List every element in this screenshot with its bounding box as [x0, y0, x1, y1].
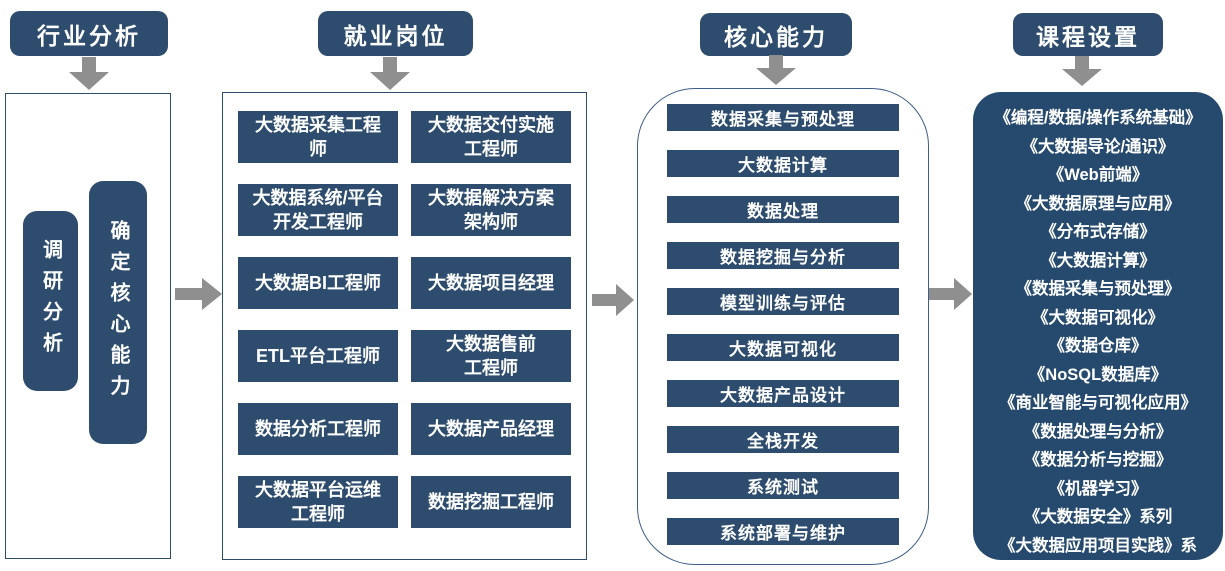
pill-research-analysis: 调研分析	[23, 211, 78, 391]
arrow-down-icon	[756, 55, 796, 85]
course-item: 《机器学习》	[1048, 479, 1148, 498]
job-box: 大数据售前 工程师	[411, 330, 571, 382]
course-item: 《大数据安全》系列	[1023, 508, 1173, 526]
arrow-down-icon	[1062, 56, 1102, 86]
pill-define-core-abilities-label: 确定核心能力	[107, 219, 129, 406]
job-box: 数据分析工程师	[238, 403, 398, 455]
ability-bar: 系统部署与维护	[667, 518, 899, 545]
job-box: 大数据产品经理	[411, 403, 571, 455]
job-box: 大数据平台运维 工程师	[238, 476, 398, 528]
course-item: 《大数据可视化》	[1032, 308, 1164, 327]
header-industry-analysis: 行业分析	[10, 11, 168, 56]
job-box: 大数据BI工程师	[238, 257, 398, 309]
job-positions-panel: 大数据采集工程 师 大数据交付实施 工程师 大数据系统/平台 开发工程师 大数据…	[222, 92, 587, 560]
header-course-setup: 课程设置	[1013, 13, 1163, 56]
arrow-down-icon	[370, 57, 410, 90]
ability-bar: 系统测试	[667, 472, 899, 499]
ability-bar: 模型训练与评估	[667, 288, 899, 315]
course-item: 《数据分析与挖掘》	[1023, 451, 1173, 469]
ability-bar: 全栈开发	[667, 426, 899, 453]
ability-bar: 数据处理	[667, 196, 899, 223]
ability-bar: 大数据可视化	[667, 334, 899, 361]
header-core-abilities: 核心能力	[700, 13, 852, 56]
arrow-down-icon	[69, 57, 109, 90]
ability-bar: 数据挖掘与分析	[667, 242, 899, 269]
ability-bar: 大数据产品设计	[667, 380, 899, 407]
core-abilities-panel: 数据采集与预处理 大数据计算 数据处理 数据挖掘与分析 模型训练与评估 大数据可…	[637, 88, 929, 565]
job-box: 大数据解决方案 架构师	[411, 184, 571, 236]
course-item: 《数据采集与预处理》	[1015, 280, 1181, 298]
course-item: 《数据处理与分析》	[1023, 422, 1173, 441]
arrow-right-icon	[929, 278, 972, 310]
job-box: 大数据项目经理	[411, 257, 571, 309]
job-box: ETL平台工程师	[238, 330, 398, 382]
course-item: 《Web前端》	[1047, 166, 1149, 184]
course-item: 《数据仓库》	[1048, 337, 1148, 355]
course-item: 《NoSQL数据库》	[1028, 365, 1168, 384]
job-box: 大数据采集工程 师	[238, 111, 398, 163]
courses-panel: 《编程/数据/操作系统基础》 《大数据导论/通识》 《Web前端》 《大数据原理…	[973, 92, 1223, 571]
job-box: 大数据交付实施 工程师	[411, 111, 571, 163]
arrow-right-icon	[592, 284, 634, 316]
job-box: 数据挖掘工程师	[411, 476, 571, 528]
course-item: 《大数据计算》	[1040, 251, 1156, 270]
pill-define-core-abilities: 确定核心能力	[89, 181, 147, 444]
course-item: 《分布式存储》	[1040, 223, 1156, 241]
pill-research-analysis-label: 调研分析	[39, 239, 62, 363]
job-box: 大数据系统/平台 开发工程师	[238, 184, 398, 236]
course-item: 《商业智能与可视化应用》	[999, 394, 1197, 412]
ability-bar: 大数据计算	[667, 150, 899, 177]
header-job-positions: 就业岗位	[318, 11, 473, 56]
course-item: 《大数据导论/通识》	[1021, 137, 1175, 156]
course-item: 《大数据应用项目实践》系 列	[999, 536, 1197, 571]
industry-research-panel: 调研分析 确定核心能力	[5, 93, 171, 559]
course-item: 《编程/数据/操作系统基础》	[994, 109, 1202, 127]
arrow-right-icon	[175, 278, 222, 310]
course-item: 《大数据原理与应用》	[1015, 194, 1181, 213]
ability-bar: 数据采集与预处理	[667, 104, 899, 131]
